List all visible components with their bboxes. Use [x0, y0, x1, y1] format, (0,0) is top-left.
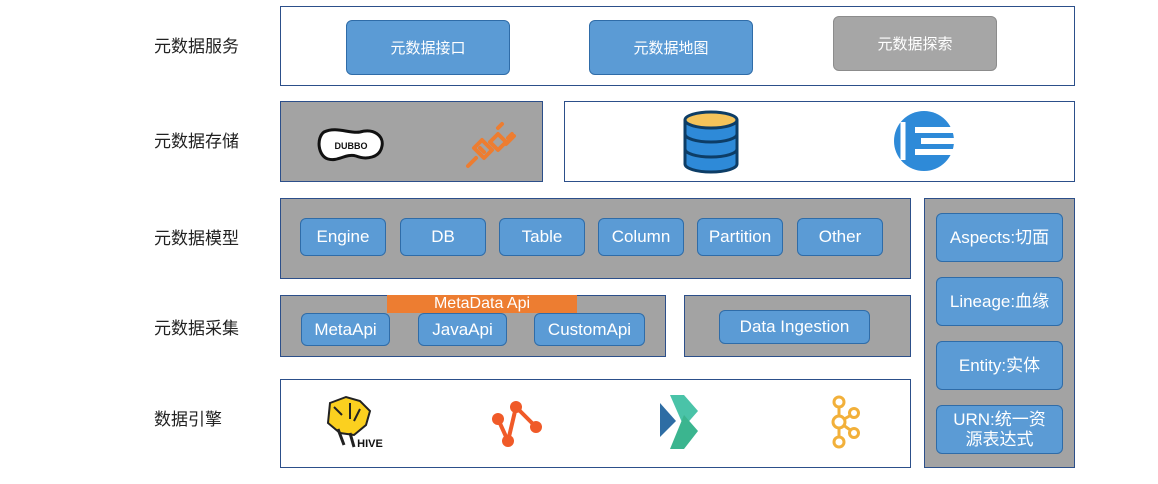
storage-panel-white — [564, 101, 1075, 182]
model-partition-button[interactable]: Partition — [697, 218, 783, 256]
aspects-button[interactable]: Aspects:切面 — [936, 213, 1063, 262]
data-ingestion-button[interactable]: Data Ingestion — [719, 310, 870, 344]
row-label-collect: 元数据采集 — [154, 319, 239, 339]
kinesis-icon — [660, 395, 698, 449]
elasticsearch-icon — [894, 111, 957, 171]
hive-logo: HIVE — [326, 395, 383, 450]
engine-panel — [280, 379, 911, 468]
row-label-service: 元数据服务 — [154, 37, 239, 57]
hive-logo-text: HIVE — [357, 438, 383, 450]
meta-api-button[interactable]: MetaApi — [301, 313, 390, 346]
plug-icon — [466, 122, 516, 168]
entity-button[interactable]: Entity:实体 — [936, 341, 1063, 390]
model-other-button[interactable]: Other — [797, 218, 883, 256]
row-label-storage: 元数据存储 — [154, 132, 239, 152]
database-icon — [683, 110, 739, 174]
dubbo-logo-text: DUBBO — [335, 141, 368, 151]
metadata-api-button[interactable]: 元数据接口 — [346, 20, 510, 75]
model-table-button[interactable]: Table — [499, 218, 585, 256]
lineage-button[interactable]: Lineage:血缘 — [936, 277, 1063, 326]
metadata-map-button[interactable]: 元数据地图 — [589, 20, 753, 75]
git-branch-icon — [492, 401, 542, 447]
custom-api-button[interactable]: CustomApi — [534, 313, 645, 346]
metadata-api-banner: MetaData Api — [387, 295, 577, 313]
model-engine-button[interactable]: Engine — [300, 218, 386, 256]
row-label-engine: 数据引擎 — [154, 410, 222, 430]
model-column-button[interactable]: Column — [598, 218, 684, 256]
model-db-button[interactable]: DB — [400, 218, 486, 256]
row-label-model: 元数据模型 — [154, 229, 239, 249]
metadata-explore-button[interactable]: 元数据探索 — [833, 16, 997, 71]
java-api-button[interactable]: JavaApi — [418, 313, 507, 346]
dubbo-logo: DUBBO — [317, 128, 384, 162]
kafka-icon — [831, 395, 860, 449]
urn-button[interactable]: URN:统一资源表达式 — [936, 405, 1063, 454]
